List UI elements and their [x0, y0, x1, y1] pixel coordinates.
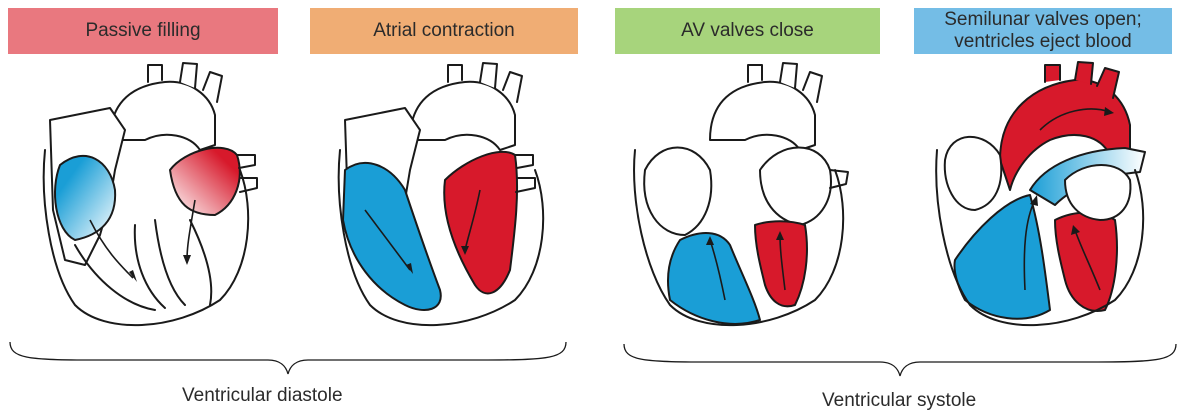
right-atrium-blood	[55, 156, 115, 240]
stage-label-av-valves-close: AV valves close	[615, 8, 880, 54]
aorta	[710, 82, 815, 150]
stage-label-atrial-contraction: Atrial contraction	[310, 8, 578, 54]
diastole-brace	[8, 338, 568, 378]
right-atrium	[644, 148, 711, 236]
stage-label-passive-filling: Passive filling	[8, 8, 278, 54]
heart-atrial-contraction	[315, 60, 615, 340]
right-ventricle-blood	[954, 195, 1050, 319]
septum	[135, 220, 185, 308]
systole-brace	[622, 340, 1178, 380]
aorta	[110, 82, 215, 150]
left-atrium-blood	[170, 148, 240, 215]
phase-label-systole: Ventricular systole	[822, 390, 976, 412]
right-atrium	[945, 137, 1001, 210]
left-atrium	[1065, 165, 1130, 220]
heart-semilunar-valves-open	[915, 60, 1180, 340]
stage-label-text: Semilunar valves open; ventricles eject …	[914, 9, 1172, 53]
heart-passive-filling	[15, 60, 315, 340]
left-atrium	[760, 148, 831, 226]
right-side-blood	[343, 163, 441, 310]
stage-label-text: AV valves close	[681, 20, 814, 42]
right-ventricle-blood	[668, 233, 760, 324]
phase-label-diastole: Ventricular diastole	[182, 385, 343, 407]
aorta	[410, 82, 515, 150]
left-side-blood	[444, 152, 517, 294]
arrow-head	[183, 255, 191, 265]
stage-label-text: Atrial contraction	[373, 20, 515, 42]
stage-label-semilunar-valves-open: Semilunar valves open; ventricles eject …	[914, 8, 1172, 54]
stage-label-text: Passive filling	[85, 20, 200, 42]
left-ventricle-blood	[1055, 213, 1117, 311]
heart-av-valves-close	[610, 60, 910, 340]
